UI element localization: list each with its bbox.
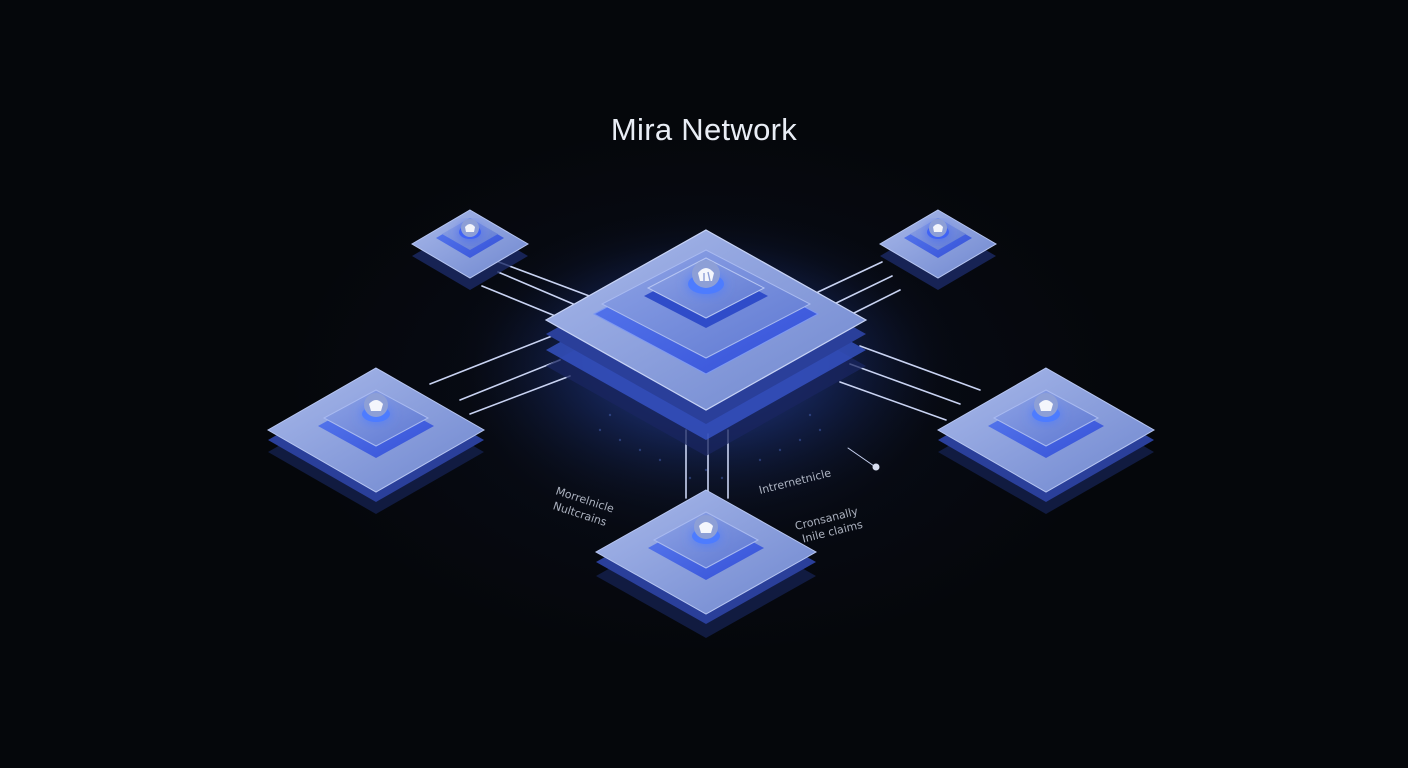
node-left[interactable] [266,367,486,514]
connector-top-right-a [817,261,883,293]
connector-left-c [469,375,571,415]
connector-right-a [859,345,981,391]
node-icon [362,393,390,422]
diagram-title: Mira Network [610,112,798,147]
connector-right-b [849,363,961,405]
annotation-leader [847,447,875,467]
connector-top-right-c [851,289,901,315]
connector-right-c [839,381,947,421]
node-bottom[interactable] [594,489,818,638]
annotation-right-bottom: Cronsanally Inile claims [794,505,865,546]
connector-left-a [429,335,553,385]
connector-top-right-b [829,275,893,307]
node-icon [459,219,481,239]
node-right[interactable] [936,367,1156,514]
node-icon [692,515,720,544]
annotation-dot [872,463,880,471]
node-icon [1032,393,1060,422]
node-top-right[interactable] [879,209,997,290]
node-icon [927,219,949,239]
node-top-left[interactable] [411,209,529,290]
node-icon [688,260,724,294]
connector-lines [429,257,981,499]
connector-left-b [459,359,561,401]
grid-texture [598,413,822,480]
node-center[interactable] [544,229,868,456]
